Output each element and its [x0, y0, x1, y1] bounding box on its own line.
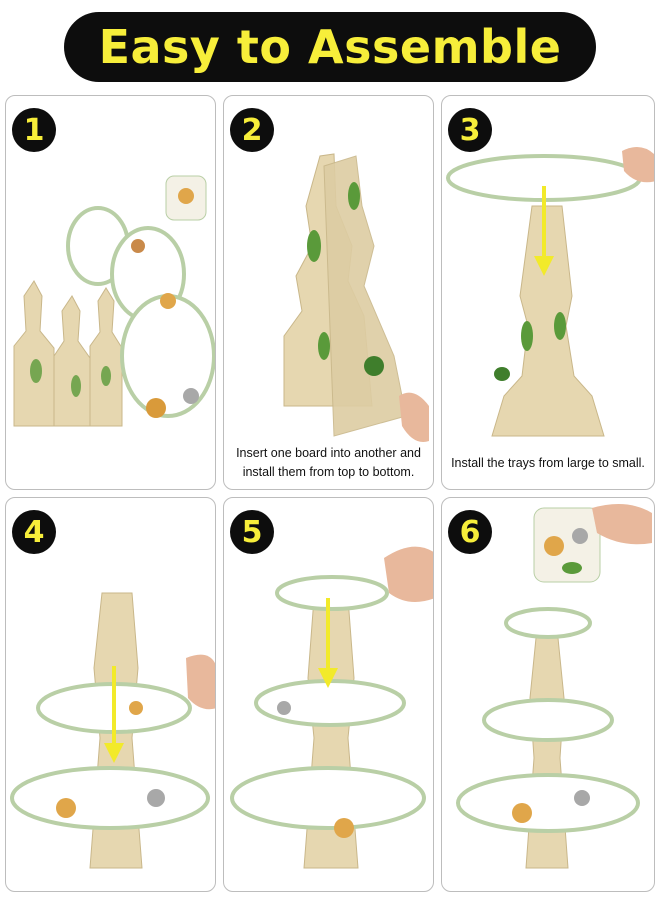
step-panel-2: 2 Insert one board into another and inst… — [223, 95, 434, 490]
step-panel-3: 3 Install the trays from large to small. — [441, 95, 655, 490]
hand-icon — [186, 654, 215, 710]
tray-install-illustration — [446, 147, 654, 437]
hand-icon — [384, 546, 433, 602]
board-insert-illustration — [283, 153, 429, 442]
second-tray-illustration — [10, 592, 215, 869]
step-number-badge: 6 — [448, 510, 492, 554]
hand-icon — [399, 392, 429, 442]
step-number-badge: 2 — [230, 108, 274, 152]
step-number-badge: 1 — [12, 108, 56, 152]
step-panel-4: 4 — [5, 497, 216, 892]
title-banner: Easy to Assemble — [64, 12, 596, 82]
step-caption: Install the trays from large to small. — [446, 454, 650, 473]
hand-icon — [592, 504, 652, 545]
step-panel-5: 5 — [223, 497, 434, 892]
third-tray-illustration — [230, 546, 433, 869]
step-panel-6: 6 — [441, 497, 655, 892]
parts-illustration — [13, 175, 215, 427]
step-number-badge: 5 — [230, 510, 274, 554]
topper-illustration — [456, 504, 652, 869]
step-number-badge: 4 — [12, 510, 56, 554]
step-panel-1: 1 — [5, 95, 216, 490]
banner-title: Easy to Assemble — [98, 20, 562, 74]
hand-icon — [622, 147, 654, 183]
step-caption: Insert one board into another and instal… — [228, 444, 429, 482]
step-number-badge: 3 — [448, 108, 492, 152]
